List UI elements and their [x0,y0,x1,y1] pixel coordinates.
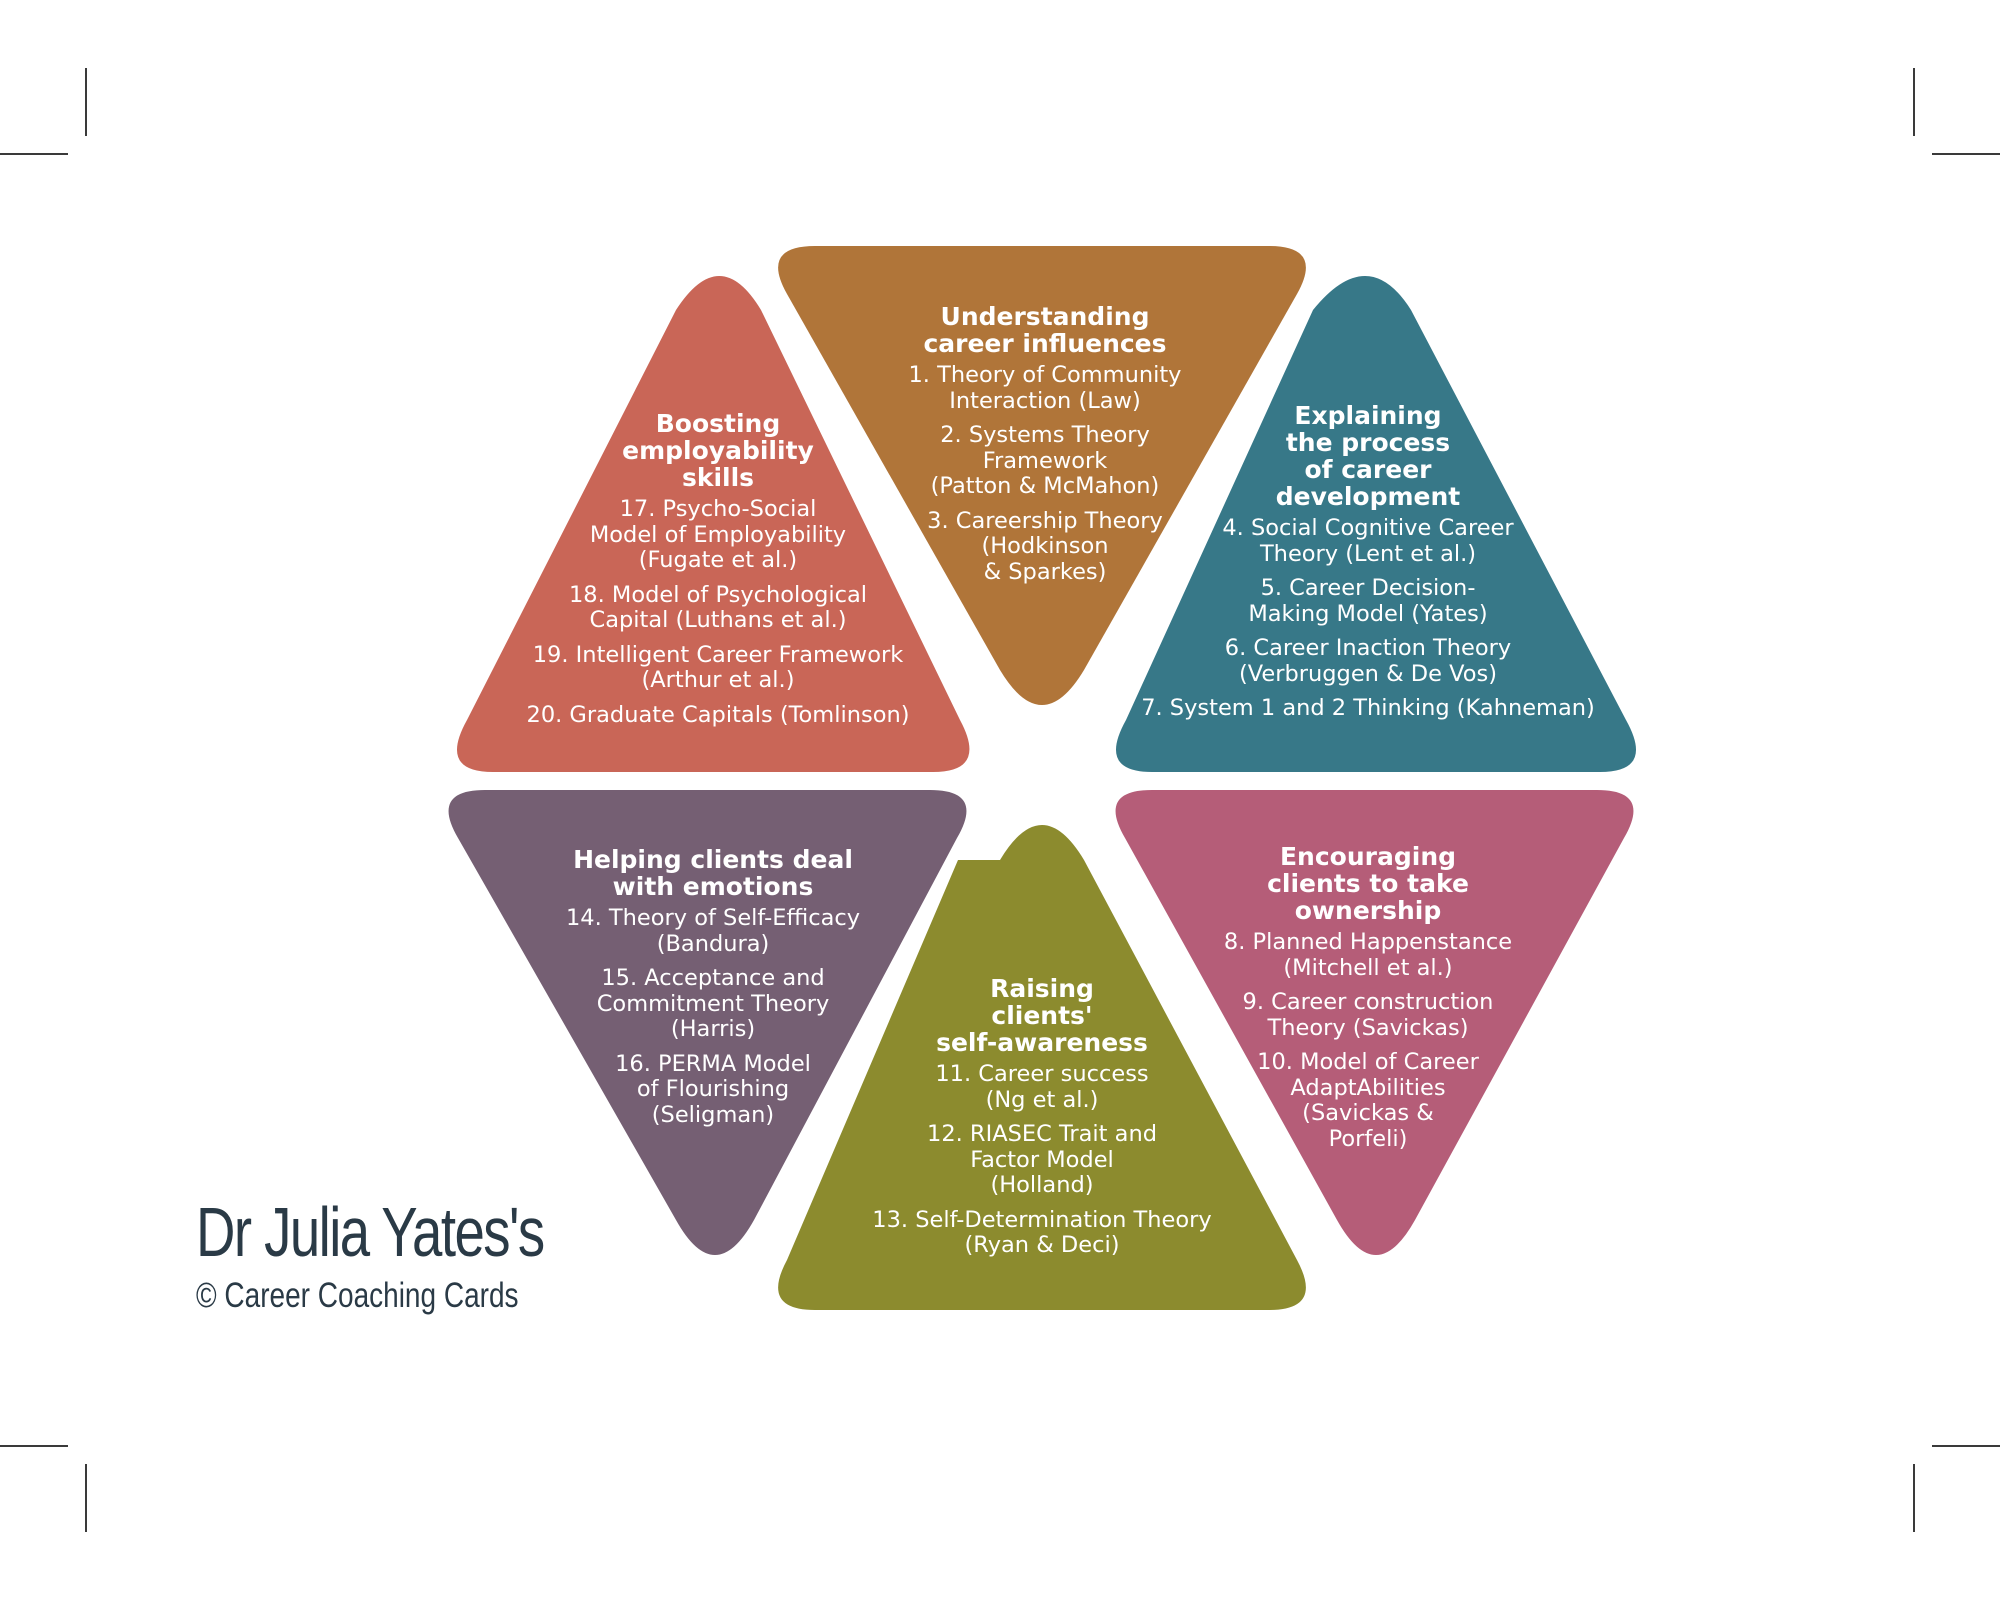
theory-item: 8. Planned Happenstance (Mitchell et al.… [1223,929,1513,981]
crop-mark [0,153,68,155]
segment-encouraging: Encouraging clients to take ownership 8.… [1168,843,1568,1161]
segment-understanding: Understanding career influences 1. Theor… [845,303,1245,594]
segment-title: Raising clients' self-awareness [936,974,1148,1057]
crop-mark [1932,1445,2000,1447]
theory-item: 5. Career Decision- Making Model (Yates) [1248,575,1488,627]
theory-item: 17. Psycho-Social Model of Employability… [589,496,847,573]
theory-item: 18. Model of Psychological Capital (Luth… [568,581,868,633]
segment-raising: Raising clients' self-awareness 11. Care… [842,975,1242,1268]
theory-item: 6. Career Inaction Theory (Verbruggen & … [1224,635,1512,687]
brand-title: Dr Julia Yates's [196,1193,545,1271]
segment-boosting-shape[interactable] [456,276,970,772]
theory-item: 16. PERMA Model of Flourishing (Seligman… [615,1050,811,1128]
crop-mark [1913,1464,1915,1532]
brand-subtitle: © Career Coaching Cards [196,1276,519,1315]
theory-item: 10. Model of Career AdaptAbilities (Savi… [1257,1049,1479,1152]
segment-encouraging-shape[interactable] [1115,790,1634,1255]
theory-item: 4. Social Cognitive Career Theory (Lent … [1222,515,1514,567]
theory-item: 1. Theory of Community Interaction (Law) [908,362,1182,414]
theory-item: 14. Theory of Self-Efficacy (Bandura) [565,905,861,957]
segment-helping-shape[interactable] [448,790,967,1255]
theory-item: 20. Graduate Capitals (Tomlinson) [526,701,910,728]
theory-item: 2. Systems Theory Framework (Patton & Mc… [930,422,1160,499]
crop-mark [85,1464,87,1532]
theory-item: 3. Careership Theory (Hodkinson & Sparke… [927,507,1163,585]
segment-title: Helping clients deal with emotions [573,845,853,901]
segment-raising-shape[interactable] [778,825,1306,1310]
theory-item: 15. Acceptance and Commitment Theory (Ha… [596,965,830,1042]
segment-understanding-shape[interactable] [778,246,1306,705]
theory-item: 12. RIASEC Trait and Factor Model (Holla… [927,1121,1157,1198]
segment-title: Understanding career influences [923,302,1167,358]
segment-boosting: Boosting employability skills 17. Psycho… [468,410,968,737]
theory-item: 7. System 1 and 2 Thinking (Kahneman) [1141,695,1595,721]
theory-item: 13. Self-Determination Theory (Ryan & De… [872,1206,1212,1258]
segment-title: Boosting employability skills [622,409,814,492]
crop-mark [0,1445,68,1447]
crop-mark [1932,153,2000,155]
crop-mark [85,68,87,136]
theory-item: 19. Intelligent Career Framework (Arthur… [532,641,904,693]
brand-block: Dr Julia Yates's © Career Coaching Cards [196,1196,642,1316]
crop-mark [1913,68,1915,136]
theory-item: 11. Career success (Ng et al.) [935,1061,1149,1113]
theory-item: 9. Career construction Theory (Savickas) [1242,989,1494,1041]
segment-helping: Helping clients deal with emotions 14. T… [513,846,913,1137]
segment-title: Encouraging clients to take ownership [1267,842,1469,925]
segment-explaining: Explaining the process of career develop… [1108,402,1628,731]
segment-explaining-shape[interactable] [1115,276,1637,772]
segment-title: Explaining the process of career develop… [1275,401,1461,511]
